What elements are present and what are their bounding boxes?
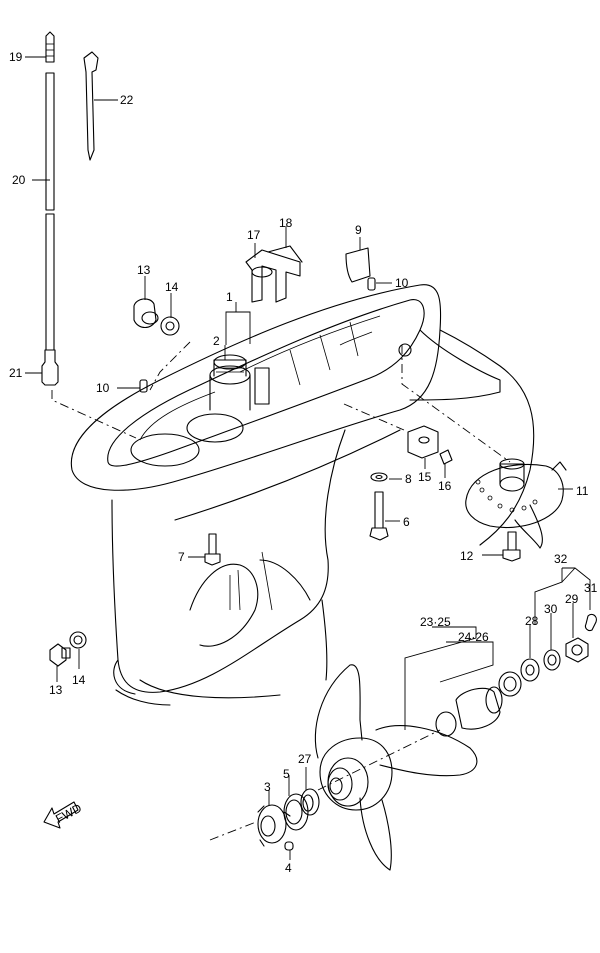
bolt-7 [204, 533, 221, 566]
callout-31: 31 [584, 581, 598, 595]
drain-plug-upper [133, 298, 180, 336]
prop-spacers [435, 671, 522, 737]
callout-17: 17 [247, 228, 261, 242]
callout-4: 4 [285, 861, 292, 875]
callout-labels: 19 22 20 18 17 9 13 14 10 1 2 21 10 8 15… [9, 50, 598, 875]
callout-9: 9 [355, 223, 362, 237]
callout-21: 21 [9, 366, 23, 380]
cable-tie [83, 51, 99, 161]
callout-20: 20 [12, 173, 26, 187]
callout-32: 32 [554, 552, 568, 566]
propeller [314, 664, 478, 871]
callout-10-upper: 10 [395, 276, 409, 290]
callout-28: 28 [525, 614, 539, 628]
thrust-hardware [257, 788, 320, 851]
callout-14-upper: 14 [165, 280, 179, 294]
shift-rod-assembly [41, 31, 59, 386]
callout-16: 16 [438, 479, 452, 493]
callout-27: 27 [298, 752, 312, 766]
callout-15: 15 [418, 470, 432, 484]
callout-2: 2 [213, 334, 220, 348]
forward-direction-arrow: FWD [43, 801, 84, 829]
callout-22: 22 [120, 93, 134, 107]
callout-24-26: 24·26 [458, 630, 489, 644]
callout-10-lower: 10 [96, 381, 110, 395]
callout-6: 6 [403, 515, 410, 529]
callout-8: 8 [405, 472, 412, 486]
callout-5: 5 [283, 767, 290, 781]
callout-13-lower: 13 [49, 683, 63, 697]
callout-7: 7 [178, 550, 185, 564]
bolt-washer [369, 472, 389, 541]
callout-14-lower: 14 [72, 673, 86, 687]
callout-29: 29 [565, 592, 579, 606]
gear-case-housing [70, 284, 535, 706]
callout-12: 12 [460, 549, 474, 563]
callout-30: 30 [544, 602, 558, 616]
callout-1: 1 [226, 290, 233, 304]
prop-nut-set [520, 613, 597, 682]
cover-plate [139, 247, 376, 393]
callout-23-25: 23·25 [420, 615, 451, 629]
callout-13-upper: 13 [137, 263, 151, 277]
callout-19: 19 [9, 50, 23, 64]
callout-11: 11 [576, 484, 589, 498]
callout-3: 3 [264, 780, 271, 794]
retainer-clip [245, 245, 303, 303]
anode-block [407, 425, 453, 465]
drain-plug-lower [49, 631, 87, 667]
fwd-label: FWD [53, 801, 84, 826]
callout-18: 18 [279, 216, 293, 230]
trim-tab [465, 458, 567, 549]
leader-lines [25, 56, 591, 860]
assembly-lines [51, 341, 511, 841]
bolt-12 [502, 531, 521, 562]
